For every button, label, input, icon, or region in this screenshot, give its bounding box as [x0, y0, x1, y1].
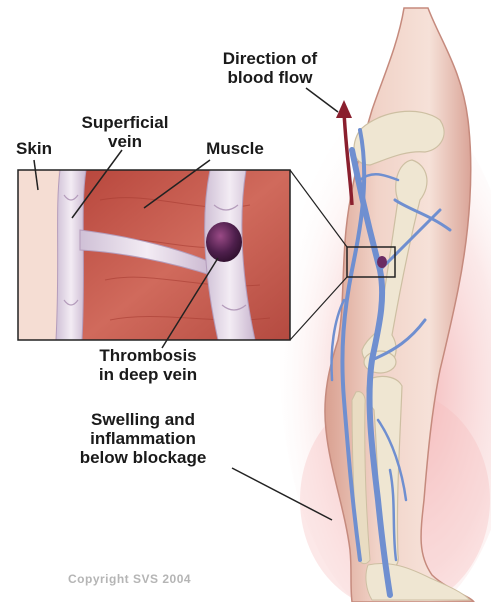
label-direction-of-blood-flow: Direction of blood flow — [192, 49, 348, 87]
label-superficial-vein: Superficial vein — [62, 113, 188, 151]
blood-flow-arrowhead — [336, 100, 352, 118]
mini-clot — [377, 256, 387, 268]
leader-direction — [306, 88, 338, 112]
label-skin: Skin — [12, 139, 56, 158]
label-muscle: Muscle — [190, 139, 280, 158]
label-swelling-line2: inflammation — [32, 429, 254, 448]
label-swelling-line3: below blockage — [32, 448, 254, 467]
copyright-text: Copyright SVS 2004 — [68, 572, 191, 586]
label-thrombosis-in-deep-vein: Thrombosis in deep vein — [58, 346, 238, 384]
label-superficial-line1: Superficial — [62, 113, 188, 132]
label-direction-line2: blood flow — [192, 68, 348, 87]
label-superficial-line2: vein — [62, 132, 188, 151]
label-thrombosis-line1: Thrombosis — [58, 346, 238, 365]
label-swelling-and-inflammation: Swelling and inflammation below blockage — [32, 410, 254, 467]
thrombus-clot — [206, 222, 242, 262]
label-thrombosis-line2: in deep vein — [58, 365, 238, 384]
label-direction-line1: Direction of — [192, 49, 348, 68]
label-swelling-line1: Swelling and — [32, 410, 254, 429]
inset-detail — [18, 170, 290, 340]
